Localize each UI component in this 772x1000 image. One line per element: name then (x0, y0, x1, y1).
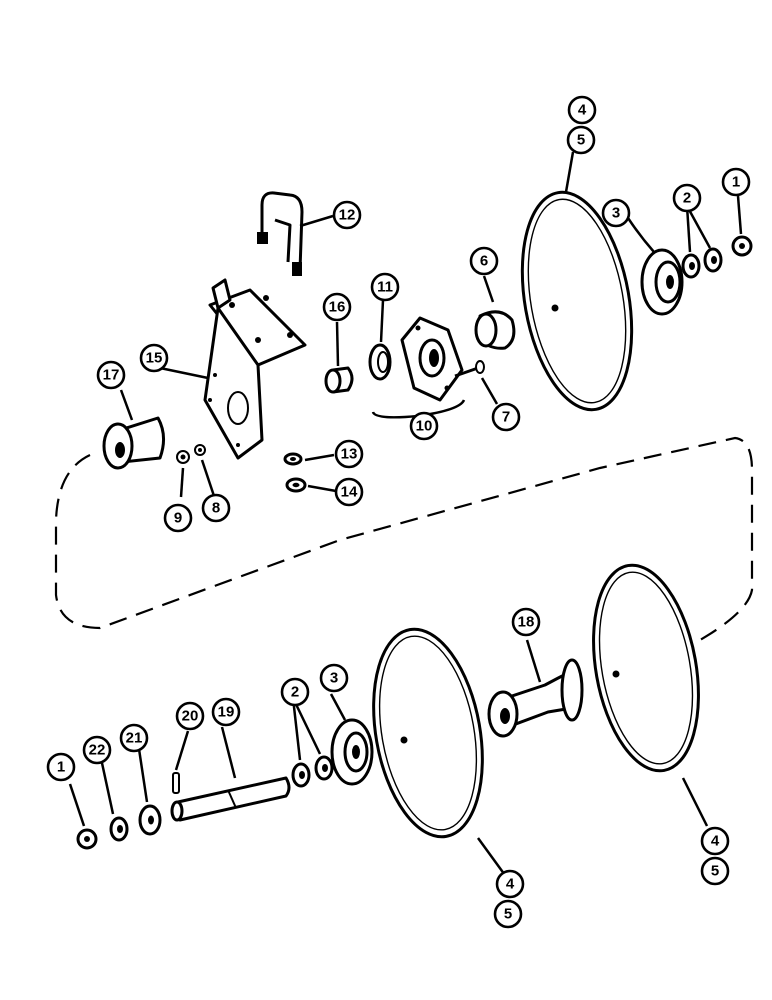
callout-label: 3 (330, 670, 338, 687)
callout-label: 11 (377, 279, 393, 296)
callout-3-lower: 3 (319, 663, 349, 693)
dust-cap-upper (640, 248, 684, 316)
callout-12: 12 (332, 200, 362, 230)
spacer-cone (474, 310, 516, 350)
callout-8: 8 (201, 493, 231, 523)
callout-5-lower-left: 5 (493, 899, 523, 929)
callout-4-lower-left: 4 (495, 869, 525, 899)
disc-blade-lower-right (592, 563, 700, 773)
callout-14: 14 (334, 477, 364, 507)
callout-18: 18 (511, 607, 541, 637)
callout-10: 10 (409, 411, 439, 441)
callout-label: 5 (577, 132, 585, 149)
callout-label: 10 (416, 418, 433, 435)
callout-19: 19 (211, 697, 241, 727)
callout-label: 7 (502, 409, 510, 426)
callout-2-upper: 2 (672, 183, 702, 213)
callout-5-lower-right: 5 (700, 856, 730, 886)
hub-sleeve-17 (102, 416, 165, 470)
washer-8 (194, 444, 206, 456)
callout-11: 11 (370, 272, 400, 302)
bearing (368, 343, 392, 381)
bearing-flange-housing (400, 316, 464, 402)
callout-label: 21 (126, 730, 143, 747)
castle-nut-lower (76, 828, 98, 850)
callout-label: 1 (732, 174, 740, 191)
callout-label: 2 (291, 684, 299, 701)
mounting-bracket (203, 278, 307, 460)
callout-15: 15 (139, 343, 169, 373)
disc-blade-lower-left (372, 627, 484, 839)
callout-label: 6 (480, 253, 488, 270)
cotter-pin (172, 772, 180, 794)
spool-spacer (487, 658, 584, 738)
callout-label: 20 (182, 708, 199, 725)
hex-nut (285, 477, 307, 493)
u-bolt (257, 191, 304, 276)
callout-label: 3 (612, 205, 620, 222)
washer-22 (109, 816, 129, 842)
callout-label: 22 (89, 742, 106, 759)
callout-label: 5 (711, 863, 719, 880)
callout-label: 4 (711, 833, 720, 850)
callout-label: 13 (341, 446, 358, 463)
lock-washer (283, 452, 303, 466)
callout-label: 8 (212, 500, 220, 517)
callout-label: 12 (339, 207, 356, 224)
callout-label: 16 (329, 299, 346, 316)
callout-4-lower-right: 4 (700, 826, 730, 856)
callout-17: 17 (96, 360, 126, 390)
threaded-axle (170, 776, 291, 822)
washer-pair-lower (291, 755, 334, 788)
assembly-boundary (54, 436, 754, 641)
callout-9: 9 (163, 503, 193, 533)
callout-label: 2 (683, 190, 691, 207)
callout-22: 22 (82, 735, 112, 765)
bolt (454, 360, 485, 378)
callout-label: 18 (518, 614, 535, 631)
bushing (324, 366, 354, 394)
callout-5-upper: 5 (566, 125, 596, 155)
callout-label: 5 (504, 906, 512, 923)
washer-pair-upper (681, 247, 723, 279)
callout-label: 17 (103, 367, 120, 384)
callout-1-lower: 1 (46, 752, 76, 782)
callout-label: 14 (341, 484, 358, 501)
disc-blade-upper (520, 190, 634, 412)
callout-label: 1 (57, 759, 65, 776)
callout-3-upper: 3 (601, 198, 631, 228)
callout-6: 6 (469, 246, 499, 276)
callout-4-upper: 4 (567, 95, 597, 125)
callout-label: 4 (506, 876, 515, 893)
callout-2-lower: 2 (280, 677, 310, 707)
callout-label: 19 (218, 704, 235, 721)
leader-lines (68, 151, 743, 883)
callout-20: 20 (175, 701, 205, 731)
callout-label: 9 (174, 510, 182, 527)
callout-1-upper: 1 (721, 167, 751, 197)
callout-label: 15 (146, 350, 163, 367)
callout-16: 16 (322, 292, 352, 322)
castle-nut-upper (731, 235, 753, 257)
nut-9 (176, 450, 190, 464)
dust-cap-lower (330, 718, 374, 786)
washer-21 (138, 804, 162, 836)
callout-13: 13 (334, 439, 364, 469)
callout-7: 7 (491, 402, 521, 432)
callout-label: 4 (578, 102, 587, 119)
callout-21: 21 (119, 723, 149, 753)
